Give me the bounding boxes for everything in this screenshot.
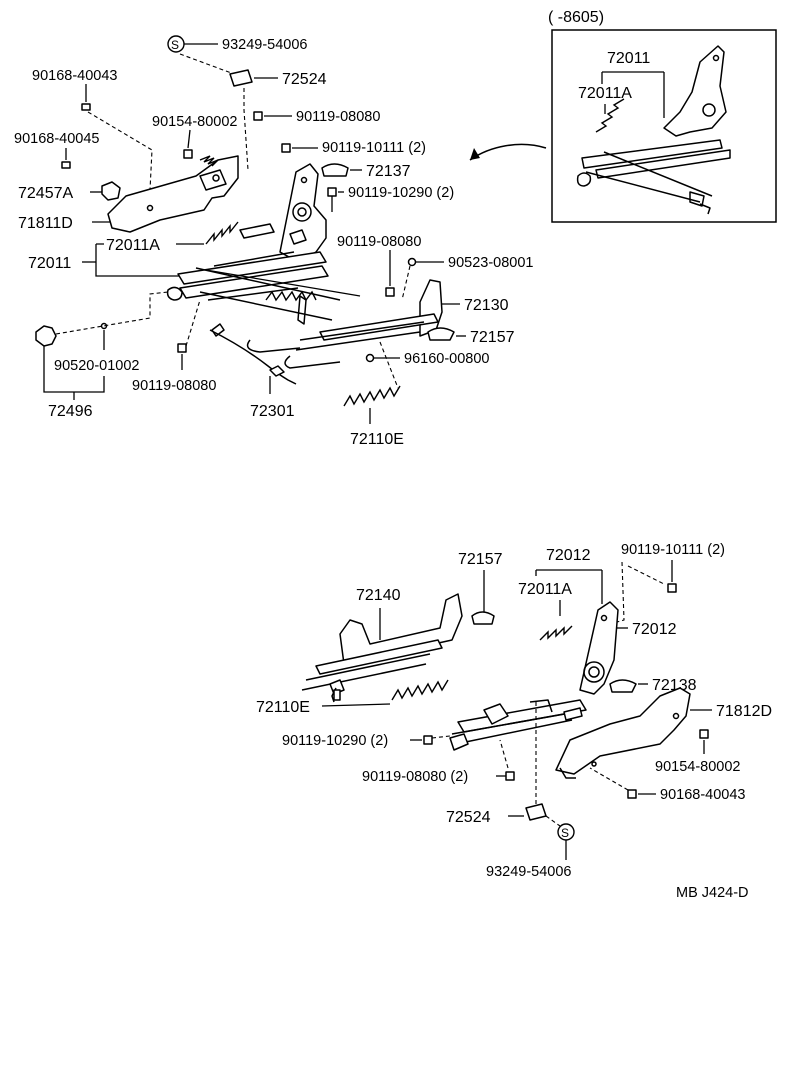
part-72137 [321, 163, 349, 177]
label-72110e-lower: 72110E [256, 699, 310, 716]
part-71812d [555, 687, 691, 775]
part-72138 [609, 679, 637, 693]
label-72496: 72496 [48, 403, 93, 420]
part-72157-lower [471, 611, 495, 625]
upper-assembly: S 93249-54006 72524 90168-40043 90154-80… [14, 35, 533, 448]
label-90523-08001: 90523-08001 [448, 255, 533, 271]
s-mark-lower: S [561, 826, 569, 840]
label-90168-40045: 90168-40045 [14, 131, 99, 147]
label-72011a-lower: 72011A [518, 581, 572, 598]
label-72137: 72137 [366, 163, 411, 180]
label-90168-40043-lower: 90168-40043 [660, 787, 745, 803]
label-72524: 72524 [282, 71, 327, 88]
part-rail-upper-inner [177, 251, 327, 285]
label-90154-80002: 90154-80002 [152, 114, 237, 130]
part-recliner-upper [279, 163, 327, 263]
label-71811d: 71811D [18, 215, 73, 232]
part-71811d [107, 155, 239, 233]
label-90119-10290: 90119-10290 (2) [348, 185, 454, 201]
part-72524 [229, 69, 253, 87]
part-72457a [101, 181, 121, 201]
inset-label: ( -8605) [548, 9, 604, 26]
label-72457a: 72457A [18, 185, 73, 202]
label-90119-08080-low: 90119-08080 [132, 378, 216, 394]
label-90119-10111: 90119-10111 (2) [322, 140, 426, 156]
label-72110e-upper: 72110E [350, 431, 404, 448]
label-90168-40043: 90168-40043 [32, 68, 117, 84]
label-90119-08080-mid: 90119-08080 [337, 234, 421, 250]
label-90520-01002: 90520-01002 [54, 358, 139, 374]
inset-part-72011: 72011 [607, 50, 650, 67]
s-mark: S [171, 38, 179, 52]
inset-part-72011a: 72011A [578, 85, 632, 102]
label-72011: 72011 [28, 255, 71, 272]
label-72524-lower: 72524 [446, 809, 491, 826]
label-90119-08080-lower: 90119-08080 (2) [362, 769, 468, 785]
label-90154-80002-lower: 90154-80002 [655, 759, 740, 775]
label-72157-upper: 72157 [470, 329, 515, 346]
label-72012-side: 72012 [632, 621, 677, 638]
label-90119-08080-top: 90119-08080 [296, 109, 380, 125]
part-72496 [35, 325, 57, 347]
label-72011a: 72011A [106, 237, 160, 254]
label-72138: 72138 [652, 677, 697, 694]
label-90119-10290-lower: 90119-10290 (2) [282, 733, 388, 749]
label-71812d: 71812D [716, 703, 772, 720]
part-72524-lower [525, 803, 547, 821]
label-72140: 72140 [356, 587, 401, 604]
label-90119-10111-lower: 90119-10111 (2) [621, 542, 725, 558]
inset-panel: ( -8605) 72011 72011A [469, 9, 777, 223]
diagram-code: MB J424-D [676, 885, 749, 901]
part-72157-upper [427, 327, 455, 341]
label-72157-lower: 72157 [458, 551, 503, 568]
label-72130: 72130 [464, 297, 509, 314]
label-72301: 72301 [250, 403, 295, 420]
part-rail-lower [457, 699, 587, 733]
lower-assembly: 72157 72012 90119-10111 (2) 72140 72011A [256, 542, 772, 901]
label-96160-00800: 96160-00800 [404, 351, 489, 367]
label-93249-54006-lower: 93249-54006 [486, 864, 571, 880]
label-72012-top: 72012 [546, 547, 591, 564]
label-93249-54006: 93249-54006 [222, 37, 307, 53]
